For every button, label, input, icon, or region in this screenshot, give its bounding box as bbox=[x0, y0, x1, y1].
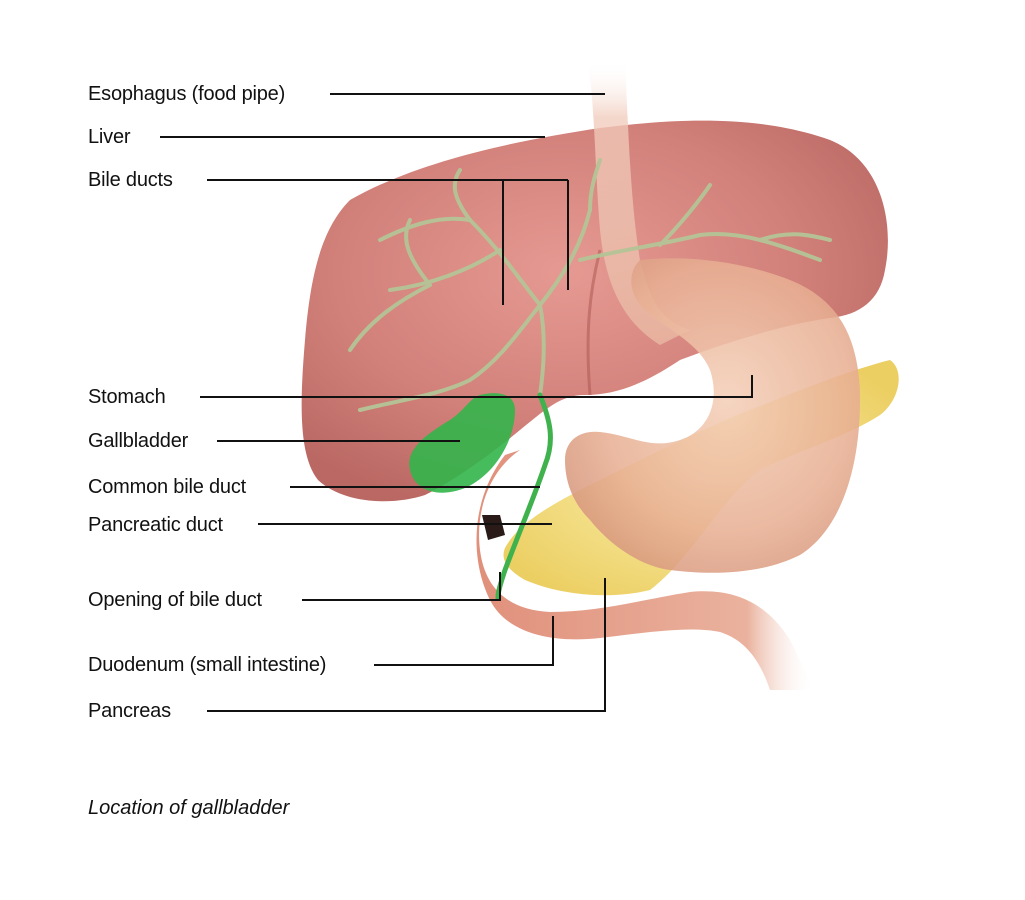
label-stomach: Stomach bbox=[88, 386, 166, 408]
label-liver: Liver bbox=[88, 126, 131, 148]
leader-lines bbox=[160, 93, 753, 712]
liver-shape bbox=[301, 120, 888, 502]
stomach-shape bbox=[565, 258, 860, 573]
leader-stomach bbox=[200, 375, 753, 398]
leader-opening-bile-duct bbox=[302, 572, 501, 601]
label-duodenum: Duodenum (small intestine) bbox=[88, 654, 327, 676]
label-pancreas: Pancreas bbox=[88, 700, 171, 722]
figure-caption: Location of gallbladder bbox=[88, 797, 290, 819]
duodenum-opening bbox=[482, 515, 505, 540]
liver-fissure bbox=[586, 249, 602, 396]
bile-duct-tree bbox=[348, 158, 832, 412]
label-pancreatic-duct: Pancreatic duct bbox=[88, 514, 223, 536]
duodenum-shape bbox=[476, 450, 815, 690]
leader-duodenum bbox=[374, 616, 554, 666]
label-bile-ducts: Bile ducts bbox=[88, 169, 173, 191]
leader-pancreas bbox=[207, 578, 606, 712]
label-esophagus: Esophagus (food pipe) bbox=[88, 83, 286, 105]
label-common-bile-duct: Common bile duct bbox=[88, 476, 246, 498]
gallbladder-shape bbox=[409, 393, 515, 493]
label-opening-of-bile-duct: Opening of bile duct bbox=[88, 589, 262, 611]
label-gallbladder: Gallbladder bbox=[88, 430, 189, 452]
esophagus-shape bbox=[588, 60, 690, 345]
leader-bile-ducts bbox=[207, 179, 569, 305]
